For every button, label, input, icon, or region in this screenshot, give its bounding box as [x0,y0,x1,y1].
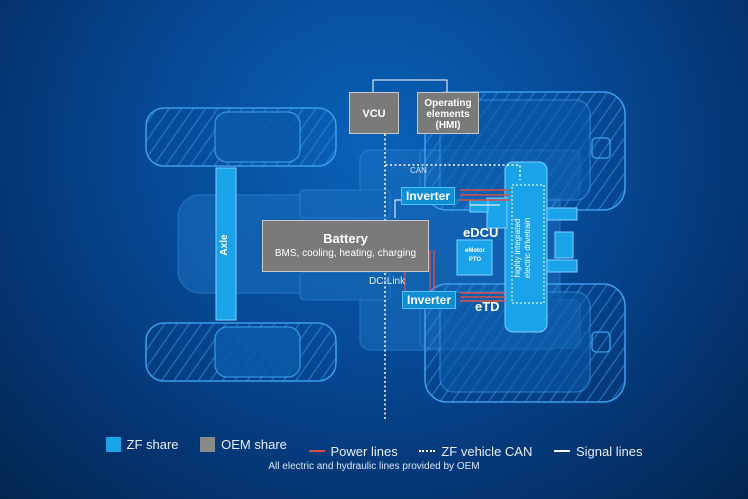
legend-item-oem-share: OEM share [200,437,287,452]
oem-share-swatch [200,437,216,452]
pto-label: PTO [468,257,482,263]
hmi-box: Operating elements (HMI) [417,92,479,134]
can-label: CAN [410,166,427,175]
legend-label: Signal lines [576,443,643,459]
vcu-label: VCU [362,108,386,120]
drivetrain-line-2: electric drivetrain [523,217,532,279]
inverter-top: Inverter [401,187,456,205]
legend-note: All electric and hydraulic lines provide… [268,461,480,472]
vcu-box: VCU [349,92,399,134]
drivetrain-label: highly integrated electric drivetrain [513,203,537,293]
signal-line-sample [554,450,570,452]
drivetrain-line-1: highly integrated [513,218,522,278]
legend-label: ZF vehicle CAN [441,443,533,459]
electric-drivetrain-unit [456,161,578,333]
legend-label: Power lines [330,443,398,459]
can-line-sample [419,450,436,452]
legend-item-vehicle-can: ZF vehicle CAN [419,444,532,459]
dclink-label: DC-Link [369,276,406,287]
front-wheel-bottom [145,322,337,382]
front-wheel-top [145,107,337,167]
legend-label: ZF share [126,437,179,452]
legend-item-zf-share: ZF share [105,437,179,452]
legend-item-power-lines: Power lines [308,443,398,459]
zf-share-swatch [105,437,121,452]
hmi-line-2: elements [426,109,470,120]
power-lines [404,189,510,302]
rear-wheel-bottom [424,283,626,403]
emotor-pto-box: eMotor PTO [459,242,491,272]
etd-label: eTD [475,299,500,314]
axle-bar [215,167,237,321]
can-lines [384,134,521,420]
battery-subtitle: BMS, cooling, heating, charging [274,248,417,259]
legend-label: OEM share [221,437,287,452]
edcu-label: eDCU [463,225,499,240]
hmi-line-3: (HMI) [435,120,461,131]
hmi-line-1: Operating [424,98,472,109]
power-line-sample [308,450,325,452]
emotor-label: eMotor [465,248,485,254]
inverter-bottom: Inverter [402,291,457,309]
battery-title: Battery [323,231,368,246]
legend: ZF share OEM share Power lines ZF vehicl… [0,437,748,459]
battery-box: Battery BMS, cooling, heating, charging [262,220,429,272]
axle-label: Axle [219,234,230,256]
legend-item-signal-lines: Signal lines [554,444,643,459]
